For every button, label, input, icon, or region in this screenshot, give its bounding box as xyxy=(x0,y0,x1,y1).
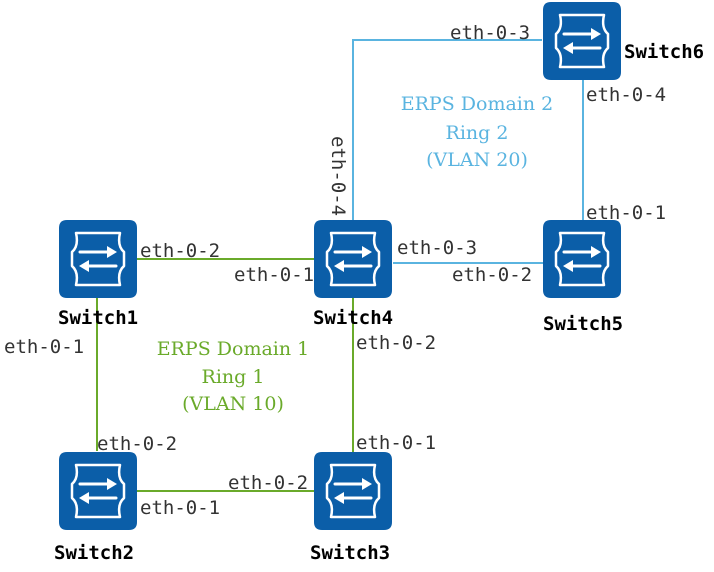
ring1-domain-label: ERPS Domain 1 xyxy=(157,338,309,360)
switch6-label: Switch6 xyxy=(624,41,704,63)
port-label: eth-0-1 xyxy=(586,202,666,224)
ring1-name-label: Ring 1 xyxy=(202,366,265,388)
ring2-name-label: Ring 2 xyxy=(446,122,509,144)
port-label: eth-0-1 xyxy=(140,497,220,519)
switch3-label: Switch3 xyxy=(310,542,390,564)
ring1-vlan-label: (VLAN 10) xyxy=(182,393,284,415)
port-label: eth-0-1 xyxy=(356,432,436,454)
switch4-icon[interactable] xyxy=(312,218,394,300)
switch1-label: Switch1 xyxy=(58,307,138,329)
switch3-icon[interactable] xyxy=(312,450,394,532)
port-label: eth-0-4 xyxy=(327,136,349,216)
link-switch4-switch6 xyxy=(352,39,542,220)
port-label: eth-0-3 xyxy=(397,237,477,259)
switch2-icon[interactable] xyxy=(57,450,139,532)
port-label: eth-0-2 xyxy=(452,264,532,286)
port-label: eth-0-2 xyxy=(356,332,436,354)
switch5-label: Switch5 xyxy=(543,313,623,335)
port-label: eth-0-2 xyxy=(97,433,177,455)
ring2-domain-label: ERPS Domain 2 xyxy=(401,93,553,115)
ring2-vlan-label: (VLAN 20) xyxy=(426,149,528,171)
port-label: eth-0-2 xyxy=(140,240,220,262)
port-label: eth-0-1 xyxy=(234,264,314,286)
port-label: eth-0-4 xyxy=(586,84,666,106)
switch6-icon[interactable] xyxy=(541,0,623,82)
switch5-icon[interactable] xyxy=(541,218,623,300)
port-label: eth-0-3 xyxy=(450,22,530,44)
port-label: eth-0-2 xyxy=(228,472,308,494)
switch2-label: Switch2 xyxy=(54,542,134,564)
switch1-icon[interactable] xyxy=(57,218,139,300)
port-label: eth-0-1 xyxy=(4,336,84,358)
switch4-label: Switch4 xyxy=(313,307,393,329)
